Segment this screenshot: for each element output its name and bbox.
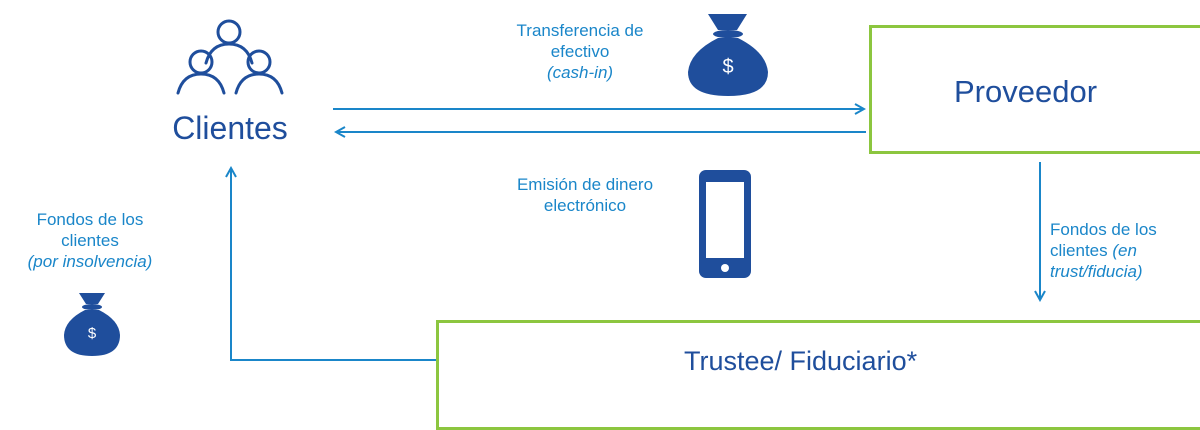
insolvency-arrow: [231, 168, 436, 361]
insolvency-line2: clientes: [61, 231, 119, 250]
trust-label: Fondos de los clientes (en trust/fiducia…: [1050, 219, 1200, 282]
connector-layer: [0, 0, 1200, 361]
provider-label: Proveedor: [954, 74, 1098, 109]
trust-line3: trust/fiducia): [1050, 262, 1143, 281]
emission-label: Emisión de dinero electrónico: [485, 174, 685, 216]
insolvency-label: Fondos de los clientes (por insolvencia): [5, 209, 175, 272]
cash-in-line2: efectivo: [550, 42, 610, 61]
money-bag-icon: [688, 14, 768, 96]
cash-in-line1: Transferencia de: [516, 21, 644, 40]
trustee-box: Trustee/ Fiduciario*: [436, 320, 1200, 430]
emission-line2: electrónico: [543, 196, 627, 215]
clients-label: Clientes: [172, 110, 288, 146]
cash-in-line3: (cash-in): [546, 63, 614, 82]
mobile-phone-icon: [699, 170, 751, 278]
emission-line1: Emisión de dinero: [516, 175, 654, 194]
insolvency-line3: (por insolvencia): [27, 252, 153, 271]
money-bag-symbol: $: [722, 56, 734, 78]
trust-line1: Fondos de los: [1050, 220, 1157, 239]
trust-line2a: clientes: [1050, 241, 1113, 260]
trust-line2: clientes (en: [1050, 240, 1200, 261]
money-bag-small-symbol: $: [87, 325, 97, 342]
trust-line2b: (en: [1112, 241, 1137, 260]
trustee-label: Trustee/ Fiduciario*: [684, 346, 918, 376]
insolvency-line1: Fondos de los: [36, 210, 144, 229]
money-bag-small-icon: [64, 293, 120, 356]
cash-in-label: Transferencia de efectivo (cash-in): [480, 20, 680, 83]
clients-group-icon: [176, 19, 284, 95]
provider-box: Proveedor: [869, 25, 1200, 154]
